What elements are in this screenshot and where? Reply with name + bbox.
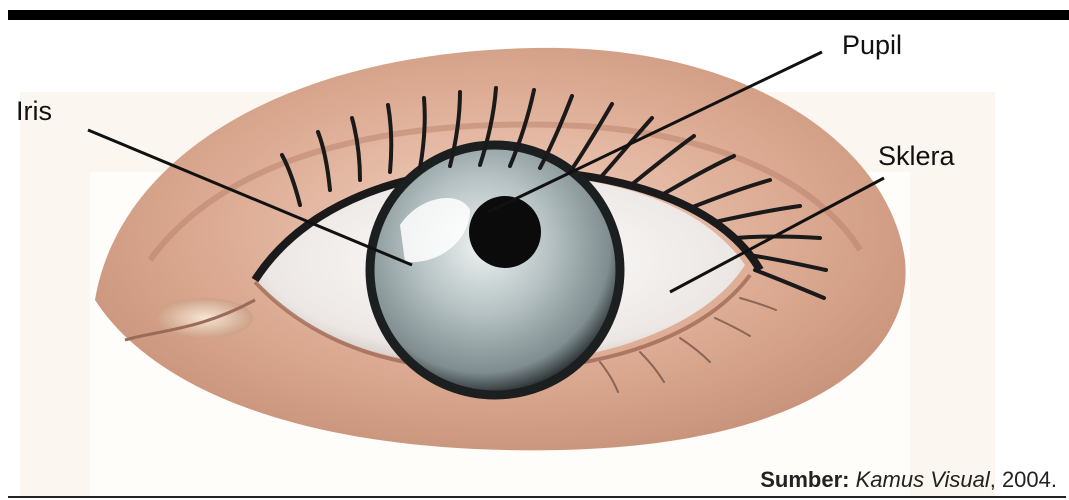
pupil — [469, 196, 541, 268]
label-iris: Iris — [16, 98, 52, 125]
source-prefix: Sumber: — [760, 467, 849, 492]
label-pupil: Pupil — [842, 32, 902, 59]
caruncle — [157, 298, 253, 338]
source-title: Kamus Visual — [856, 467, 990, 492]
source-caption: Sumber: Kamus Visual, 2004. — [760, 469, 1057, 491]
label-sklera: Sklera — [878, 143, 955, 170]
bottom-rule — [8, 496, 1066, 498]
source-year: , 2004. — [990, 467, 1057, 492]
